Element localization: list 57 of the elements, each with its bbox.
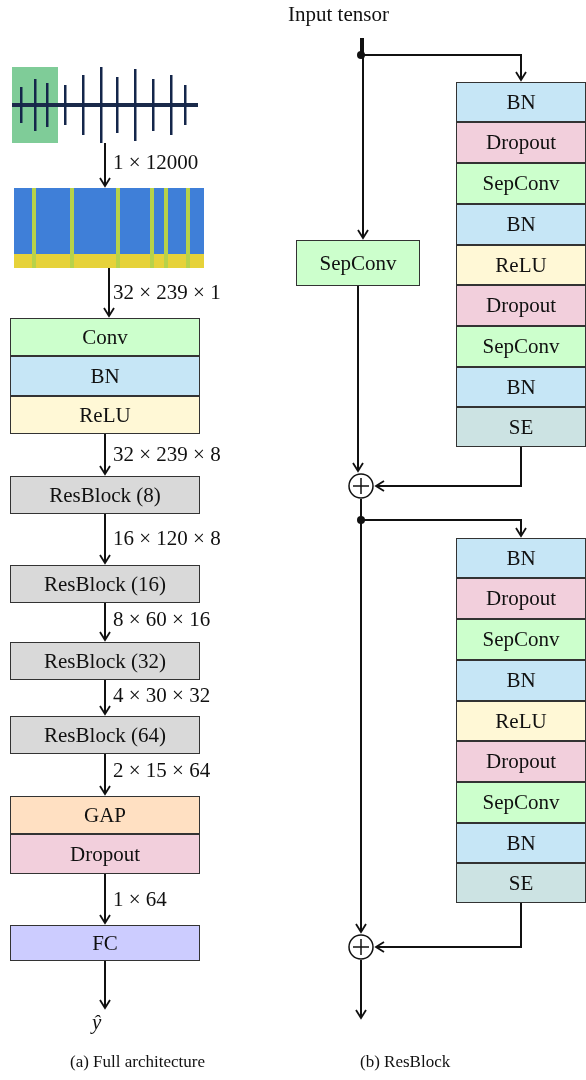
edge-label: 1 × 12000 [113,150,199,174]
layer-box: Dropout [456,578,586,619]
layer-box: BN [10,356,200,396]
layer-box: ReLU [10,396,200,434]
layer-box: ReLU [456,701,586,741]
layer-box: Dropout [456,741,586,782]
layer-box: ResBlock (32) [10,642,200,680]
layer-box: FC [10,925,200,961]
arrow [375,902,522,953]
layer-box: SepConv [456,619,586,660]
panel-caption: (a) Full architecture [70,1052,205,1072]
layer-box: BN [456,538,586,578]
arrow [357,37,369,239]
arrow [99,679,111,715]
arrow [99,433,111,475]
layer-box: Conv [10,318,200,356]
layer-box: Dropout [456,122,586,163]
input-label: Input tensor [288,2,389,27]
arrow [99,753,111,795]
arrow [99,960,111,1009]
panel-caption: (b) ResBlock [360,1052,451,1072]
layer-box: ResBlock (64) [10,716,200,754]
arrow [360,498,527,537]
arrow [99,142,111,187]
layer-box: SepConv [296,240,420,286]
arrow [99,602,111,641]
arrow [99,513,111,564]
layer-box: Dropout [10,834,200,874]
edge-label: 16 × 120 × 8 [113,526,221,550]
layer-box: GAP [10,796,200,834]
edge-label: 32 × 239 × 8 [113,442,221,466]
layer-box: BN [456,204,586,245]
layer-box: SE [456,407,586,447]
layer-box: ReLU [456,245,586,285]
edge-label: 4 × 30 × 32 [113,683,211,707]
layer-box: BN [456,82,586,122]
layer-box: BN [456,660,586,701]
layer-box: ResBlock (8) [10,476,200,514]
output-label: ŷ [92,1010,102,1035]
layer-box: BN [456,367,586,407]
arrow [352,285,364,472]
layer-box: SE [456,863,586,903]
edge-label: 32 × 239 × 1 [113,280,221,304]
edge-label: 1 × 64 [113,887,167,911]
arrow [355,959,367,1019]
layer-box: SepConv [456,326,586,367]
layer-box: ResBlock (16) [10,565,200,603]
layer-box: SepConv [456,782,586,823]
arrow [103,267,115,317]
edge-label: 8 × 60 × 16 [113,607,211,631]
arrow [375,446,522,492]
arrow [360,37,527,81]
edge-label: 2 × 15 × 64 [113,758,211,782]
arrow [99,873,111,924]
layer-box: BN [456,823,586,863]
layer-box: SepConv [456,163,586,204]
layer-box: Dropout [456,285,586,326]
